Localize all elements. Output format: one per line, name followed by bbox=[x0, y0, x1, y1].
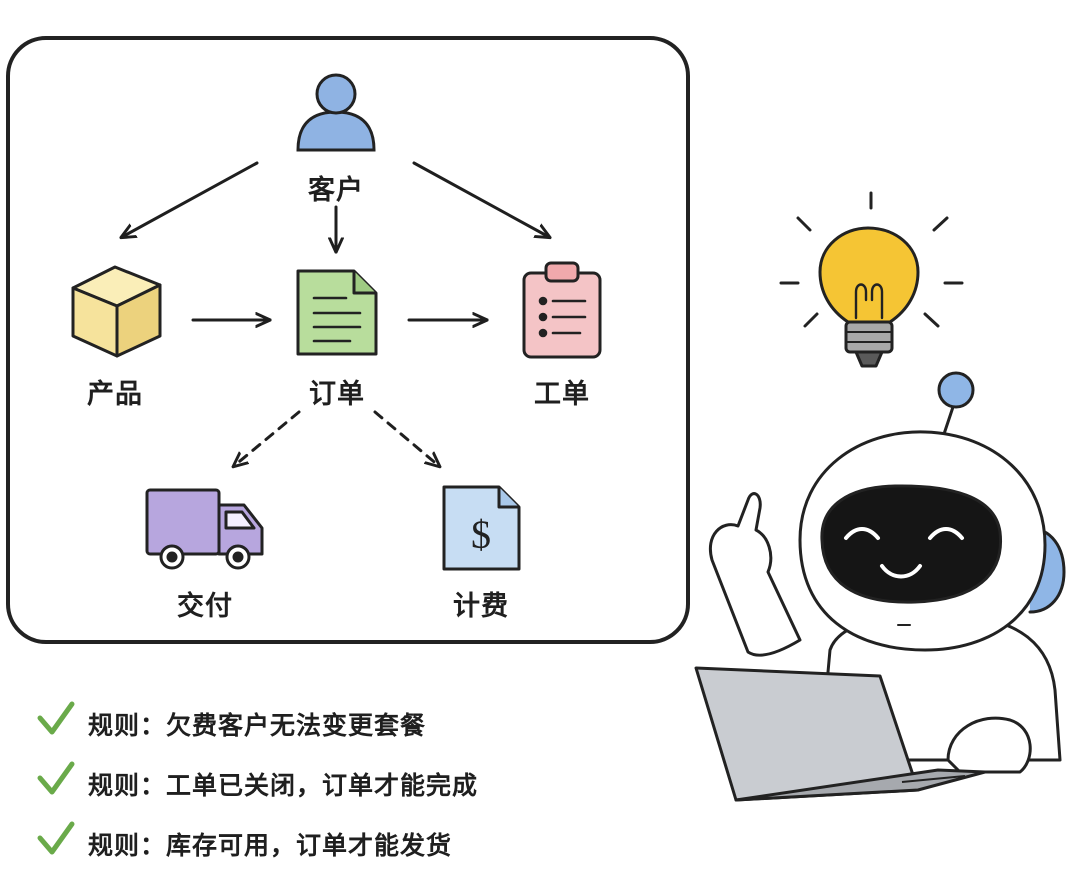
edge-order-delivery bbox=[234, 410, 301, 466]
dollar-symbol: $ bbox=[471, 512, 491, 557]
lightbulb-icon bbox=[779, 191, 964, 368]
rule-item: 规则：库存可用，订单才能发货 bbox=[36, 814, 478, 874]
clipboard-icon bbox=[522, 261, 602, 359]
node-label-product: 产品 bbox=[87, 379, 143, 410]
rule-item: 规则：工单已关闭，订单才能完成 bbox=[36, 754, 478, 814]
document-icon bbox=[296, 269, 378, 356]
check-icon bbox=[37, 701, 75, 735]
rule-text: 规则：欠费客户无法变更套餐 bbox=[88, 711, 427, 740]
rules-list: 规则：欠费客户无法变更套餐 规则：工单已关闭，订单才能完成 规则：库存可用，订单… bbox=[36, 694, 478, 874]
rule-checks bbox=[37, 701, 75, 855]
invoice-icon bbox=[442, 485, 521, 571]
node-label-billing: 计费 bbox=[453, 591, 509, 622]
edge-customer-ticket bbox=[412, 161, 549, 237]
laptop-icon bbox=[694, 666, 987, 802]
edge-order-billing bbox=[373, 410, 439, 466]
box-icon bbox=[71, 265, 162, 358]
robot-illustration bbox=[709, 371, 1066, 774]
edge-customer-product bbox=[122, 161, 259, 237]
node-label-customer: 客户 bbox=[308, 175, 364, 206]
node-label-delivery: 交付 bbox=[177, 591, 233, 622]
person-icon bbox=[296, 73, 376, 152]
check-icon bbox=[37, 821, 75, 855]
node-label-order: 订单 bbox=[309, 379, 365, 410]
check-icon bbox=[37, 761, 75, 795]
diagram-edges bbox=[122, 161, 549, 466]
rule-text: 规则：工单已关闭，订单才能完成 bbox=[88, 771, 479, 800]
rule-item: 规则：欠费客户无法变更套餐 bbox=[36, 694, 478, 754]
node-label-ticket: 工单 bbox=[534, 379, 590, 410]
truck-icon bbox=[145, 488, 264, 570]
rule-text: 规则：库存可用，订单才能发货 bbox=[88, 831, 453, 860]
